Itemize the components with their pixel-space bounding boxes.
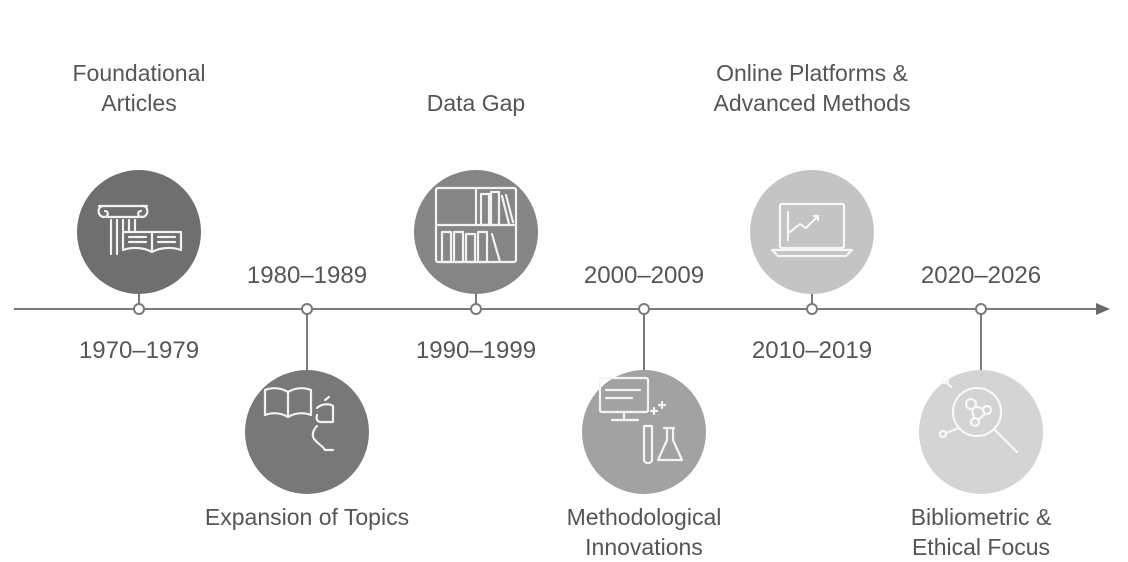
event-circle-6 [919,370,1043,494]
period-label-4: 2000–2009 [583,262,705,289]
period-label-1: 1970–1979 [78,337,200,364]
event-circle-3 [414,170,538,294]
event-circle-2 [245,370,369,494]
event-title-6: Bibliometric & Ethical Focus [910,504,1052,560]
book-speech-icon [263,387,335,452]
event-title-1: Foundational Articles [72,60,206,116]
event-circle-4 [582,370,706,494]
event-title-5: Online Platforms & Advanced Methods [713,60,911,116]
marker-5 [806,303,818,315]
event-circle-1 [77,170,201,294]
computer-flask-icon [598,376,684,465]
marker-2 [301,303,313,315]
period-label-3: 1990–1999 [415,337,537,364]
magnifier-network-icon [938,375,1019,454]
event-title-4: Methodological Innovations [566,504,722,560]
marker-4 [638,303,650,315]
library-book-icon [97,204,183,256]
period-label-6: 2020–2026 [920,262,1042,289]
period-label-2: 1980–1989 [246,262,368,289]
bookshelf-icon [434,186,518,264]
marker-6 [975,303,987,315]
marker-1 [133,303,145,315]
laptop-chart-icon [770,202,854,258]
event-title-2: Expansion of Topics [204,504,410,530]
period-label-5: 2010–2019 [751,337,873,364]
axis-arrowhead [1096,303,1110,315]
marker-3 [470,303,482,315]
event-circle-5 [750,170,874,294]
event-title-3: Data Gap [426,90,526,116]
